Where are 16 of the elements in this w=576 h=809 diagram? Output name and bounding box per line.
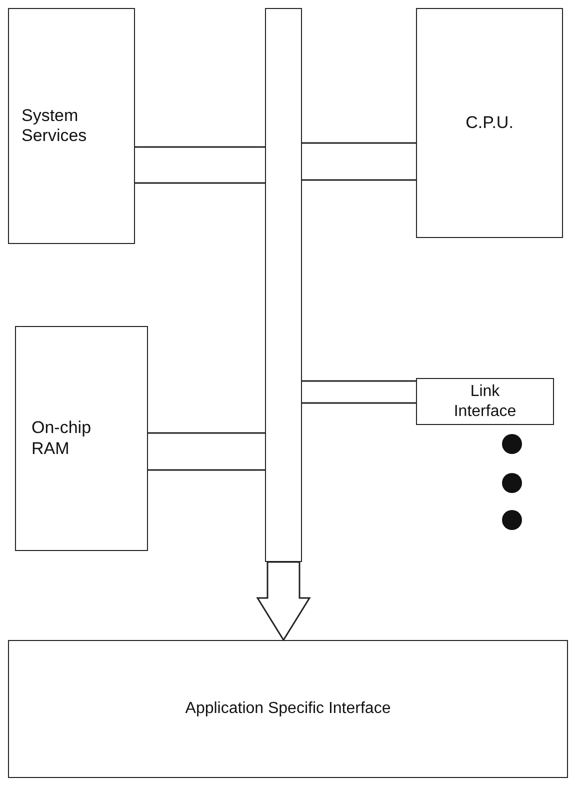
bus-bar — [265, 8, 302, 562]
component-box — [416, 8, 563, 238]
component-box — [15, 326, 148, 551]
bus-connector — [147, 432, 266, 471]
component-box — [8, 640, 568, 778]
component-box — [8, 8, 135, 244]
box-label: Application Specific Interface — [184, 699, 392, 719]
bus-connector — [301, 380, 417, 404]
bus-connector — [301, 142, 417, 181]
box-label: System Services — [20, 106, 88, 146]
box-label: On-chip RAM — [30, 418, 92, 459]
box-label: Link Interface — [452, 382, 518, 421]
box-label: C.P.U. — [464, 112, 514, 134]
bus-connector — [134, 146, 266, 184]
block-arrow — [256, 561, 311, 642]
component-box — [416, 378, 554, 425]
